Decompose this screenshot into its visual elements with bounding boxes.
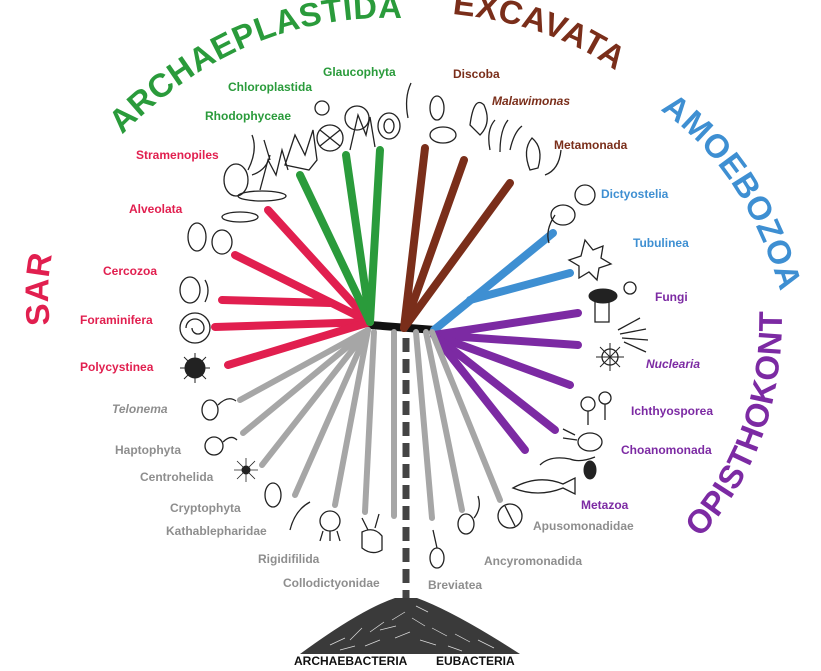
label-ichthyosporea: Ichthyosporea <box>631 404 713 418</box>
other-branches <box>237 327 503 521</box>
label-cercozoa: Cercozoa <box>103 264 157 278</box>
label-malawimonas: Malawimonas <box>492 94 570 108</box>
label-fungi: Fungi <box>655 290 688 304</box>
label-cryptophyta: Cryptophyta <box>170 501 241 515</box>
supergroup-label-sar: SAR <box>18 250 59 327</box>
label-metamonada: Metamonada <box>554 138 628 152</box>
opisthokonta-branches <box>430 309 582 454</box>
sar-branches <box>211 206 374 369</box>
supergroup-label-amoebozoa: AMOEBOZOA <box>656 86 809 294</box>
organism-sketches <box>179 82 649 569</box>
label-choanomonada: Choanomonada <box>621 443 712 457</box>
label-rigidifilida: Rigidifilida <box>258 552 320 566</box>
archaeplastida-branches <box>296 146 384 326</box>
label-nuclearia: Nuclearia <box>646 357 700 371</box>
label-chloroplastida: Chloroplastida <box>228 80 312 94</box>
label-kathablepharidae: Kathablepharidae <box>166 524 267 538</box>
label-stramenopiles: Stramenopiles <box>136 148 219 162</box>
label-tubulinea: Tubulinea <box>633 236 689 250</box>
label-dictyostelia: Dictyostelia <box>601 187 669 201</box>
label-rhodophyceae: Rhodophyceae <box>205 109 291 123</box>
label-alveolata: Alveolata <box>129 202 183 216</box>
label-breviatea: Breviatea <box>428 578 482 592</box>
bacteria-mound <box>300 598 520 654</box>
label-apusomonadidae: Apusomonadidae <box>533 519 634 533</box>
label-polycystinea: Polycystinea <box>80 360 154 374</box>
label-haptophyta: Haptophyta <box>115 443 181 457</box>
label-centrohelida: Centrohelida <box>140 470 214 484</box>
label-archaebacteria: ARCHAEBACTERIA <box>294 654 408 668</box>
bacteria-mound-texture <box>329 605 495 652</box>
label-foraminifera: Foraminifera <box>80 313 153 327</box>
amoebozoa-branches <box>430 229 574 334</box>
supergroup-label-excavata: EXCAVATA <box>451 0 633 77</box>
label-discoba: Discoba <box>453 67 500 81</box>
excavata-branches <box>400 144 514 332</box>
label-collodictyonidae: Collodictyonidae <box>283 576 380 590</box>
label-eubacteria: EUBACTERIA <box>436 654 515 668</box>
label-telonema: Telonema <box>112 402 168 416</box>
label-metazoa: Metazoa <box>581 498 629 512</box>
label-ancyromonadida: Ancyromonadida <box>484 554 582 568</box>
label-glaucophyta: Glaucophyta <box>323 65 396 79</box>
